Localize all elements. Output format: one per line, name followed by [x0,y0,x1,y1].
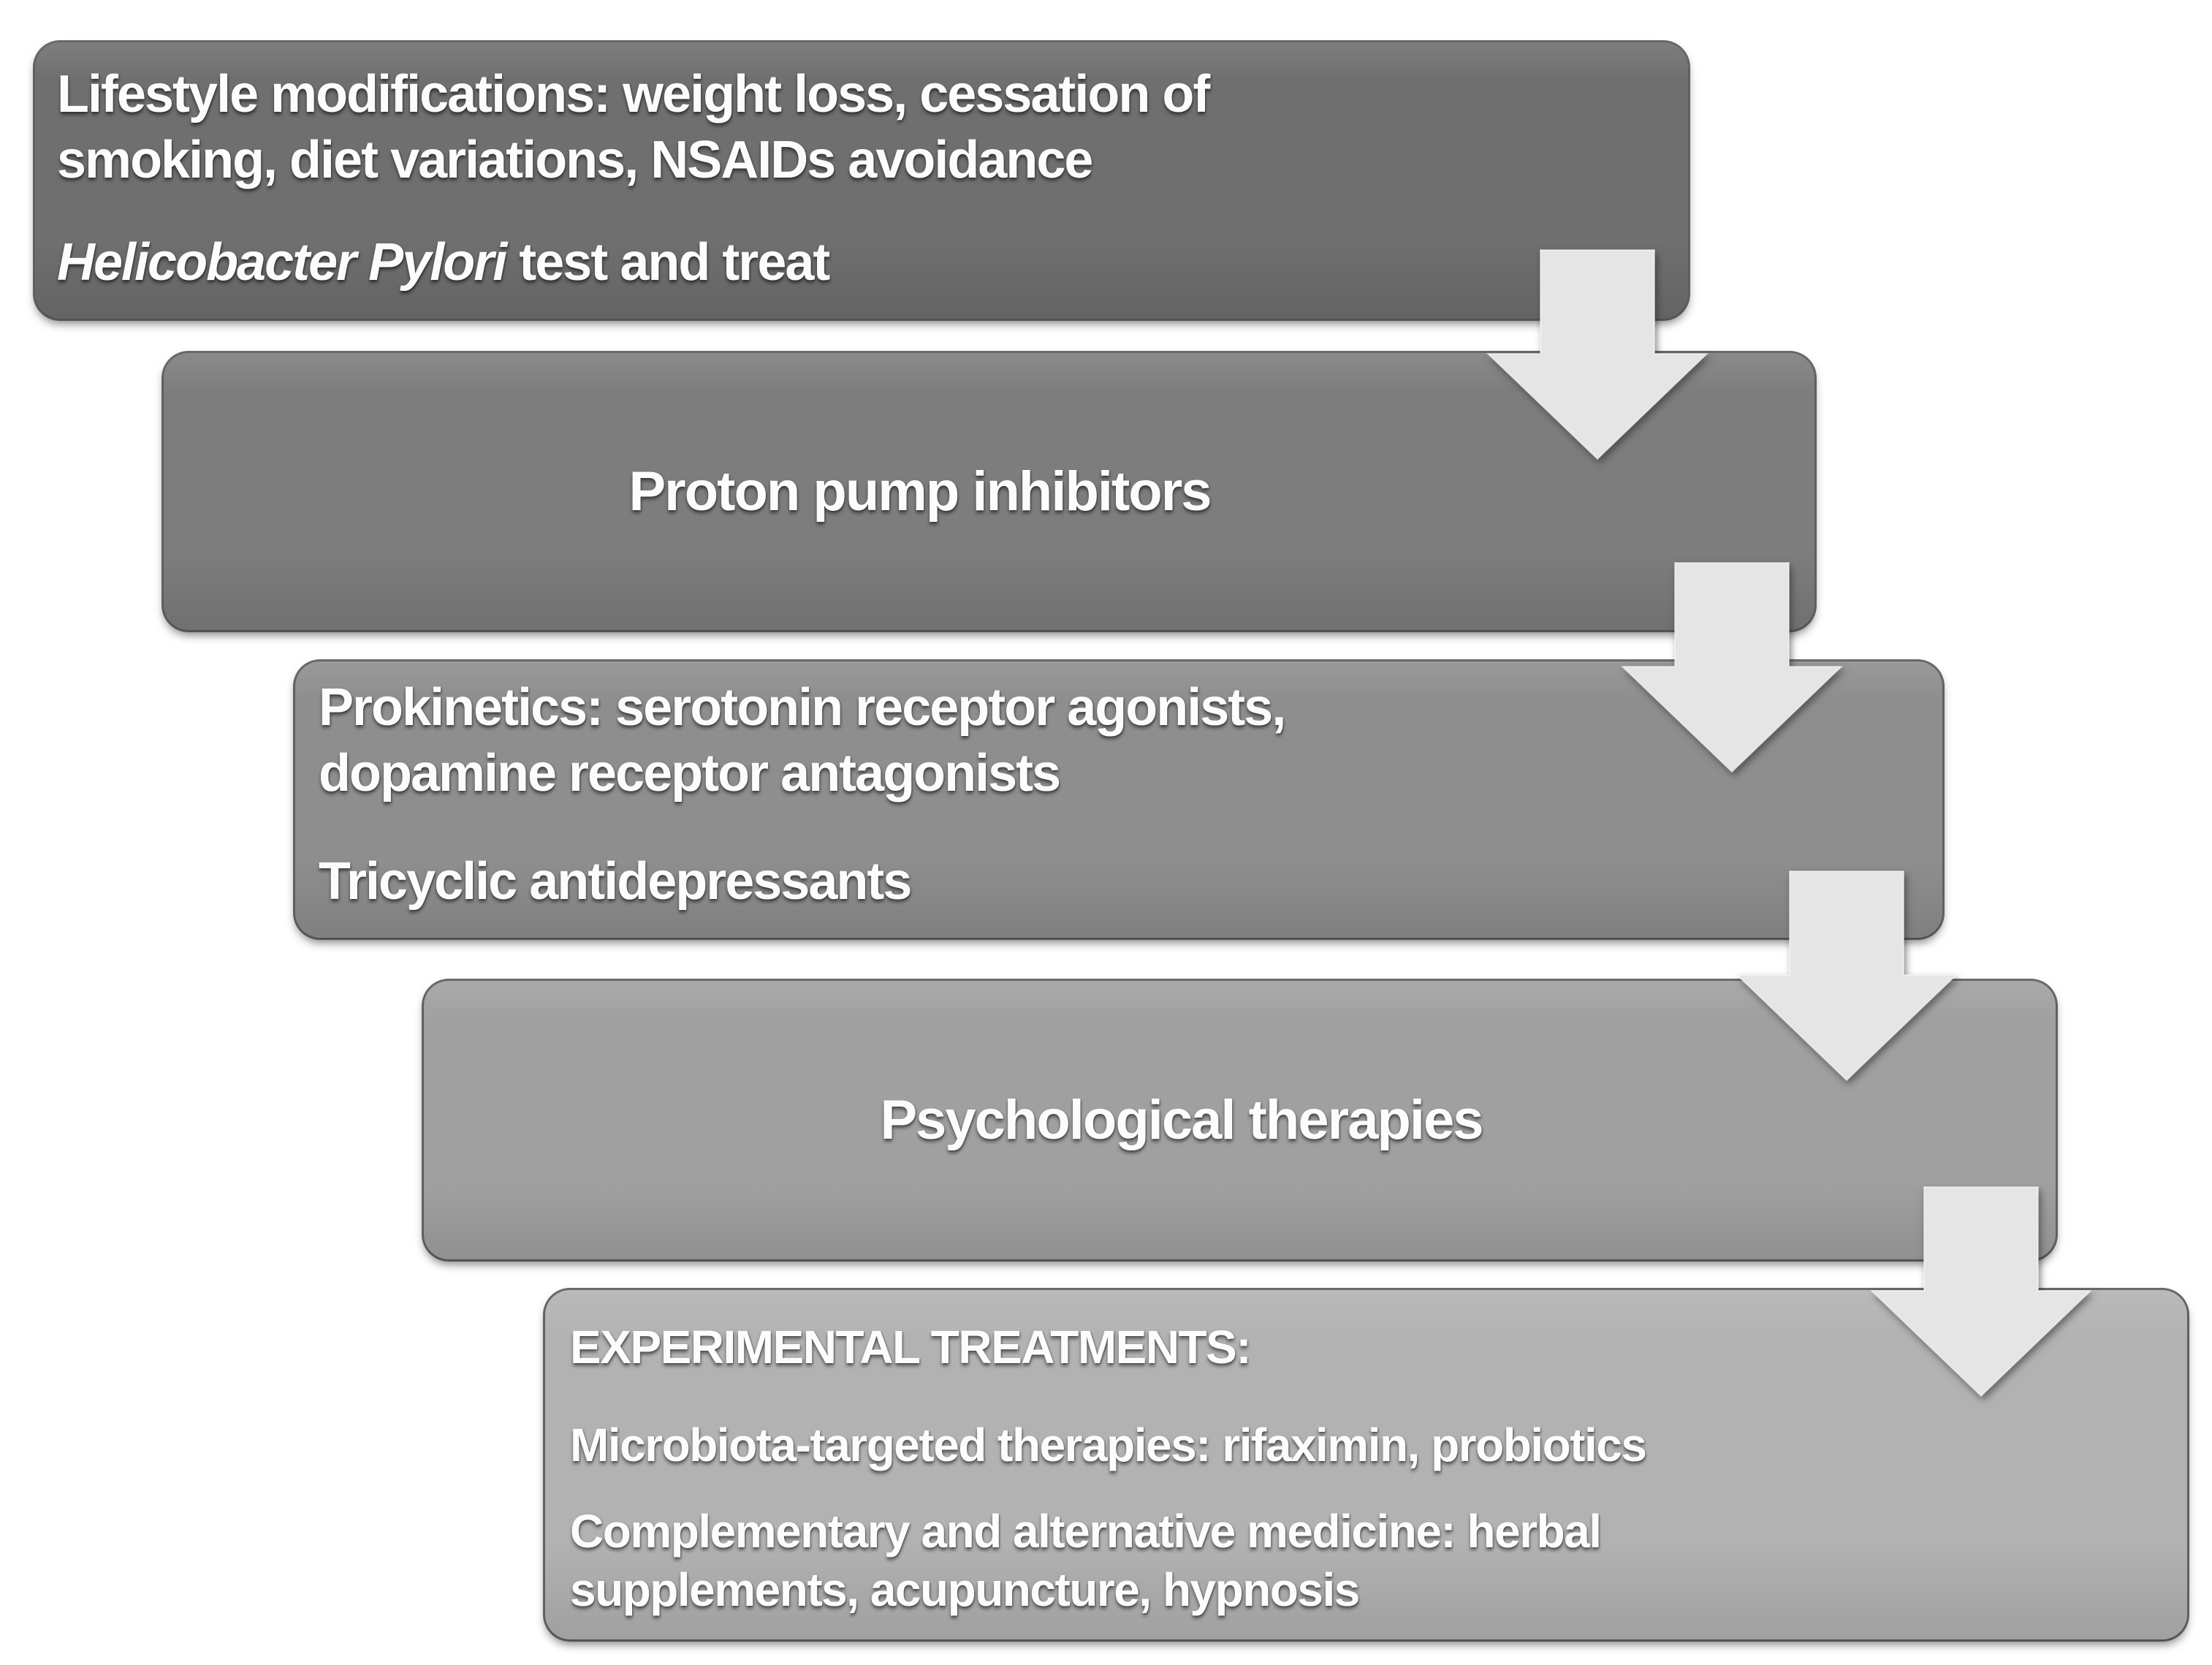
down-arrow-icon [1486,249,1709,460]
down-arrow-icon [1870,1186,2092,1397]
step2-label: Proton pump inhibitors [628,460,1212,523]
step5-title: EXPERIMENTAL TREATMENTS: [570,1321,1252,1373]
step5-paragraph-microbiota: Microbiota-targeted therapies: rifaximin… [570,1416,2158,1474]
step1-paragraph-hpylori: Helicobacter Pylori test and treat [57,230,1659,295]
step3-paragraph: Prokinetics: serotonin receptor agonists… [319,675,1913,806]
step3-paragraph-tricyclics: Tricyclic antidepressants [319,849,1913,914]
step3-text-line2: dopamine receptor antagonists [319,744,1061,803]
step5-text-line2b: supplements, acupuncture, hypnosis [570,1563,1360,1616]
down-arrow-icon [1621,562,1843,773]
step4-label: Psychological therapies [880,1089,1483,1151]
step-box-psychological-therapies: Psychological therapies [424,981,2056,1259]
step3-text-line3: Tricyclic antidepressants [319,852,912,911]
step3-text-line1: Prokinetics: serotonin receptor agonists… [319,678,1286,737]
step1-text-line2: smoking, diet variations, NSAIDs avoidan… [57,131,1093,189]
step5-text-line1: Microbiota-targeted therapies: rifaximin… [570,1419,1647,1471]
down-arrow-shape-3 [1736,871,1958,1082]
down-arrow-icon [1736,871,1958,1082]
hpylori-italic-text: Helicobacter Pylori [57,233,507,292]
step1-paragraph: Lifestyle modifications: weight loss, ce… [57,61,1659,193]
down-arrow-shape-4 [1870,1186,2092,1397]
down-arrow-shape-2 [1621,562,1843,773]
down-arrow-shape-1 [1486,249,1709,460]
hpylori-rest-text: test and treat [506,233,830,292]
step-box-lifestyle-modifications: Lifestyle modifications: weight loss, ce… [35,42,1688,319]
step1-text-line3: Helicobacter Pylori test and treat [57,230,1659,295]
step-box-experimental-treatments: EXPERIMENTAL TREATMENTS: Microbiota-targ… [545,1290,2187,1639]
step5-paragraph-cam: Complementary and alternative medicine: … [570,1502,2158,1619]
step1-text-line1: Lifestyle modifications: weight loss, ce… [57,65,1210,124]
step5-text-line2a: Complementary and alternative medicine: … [570,1505,1602,1558]
